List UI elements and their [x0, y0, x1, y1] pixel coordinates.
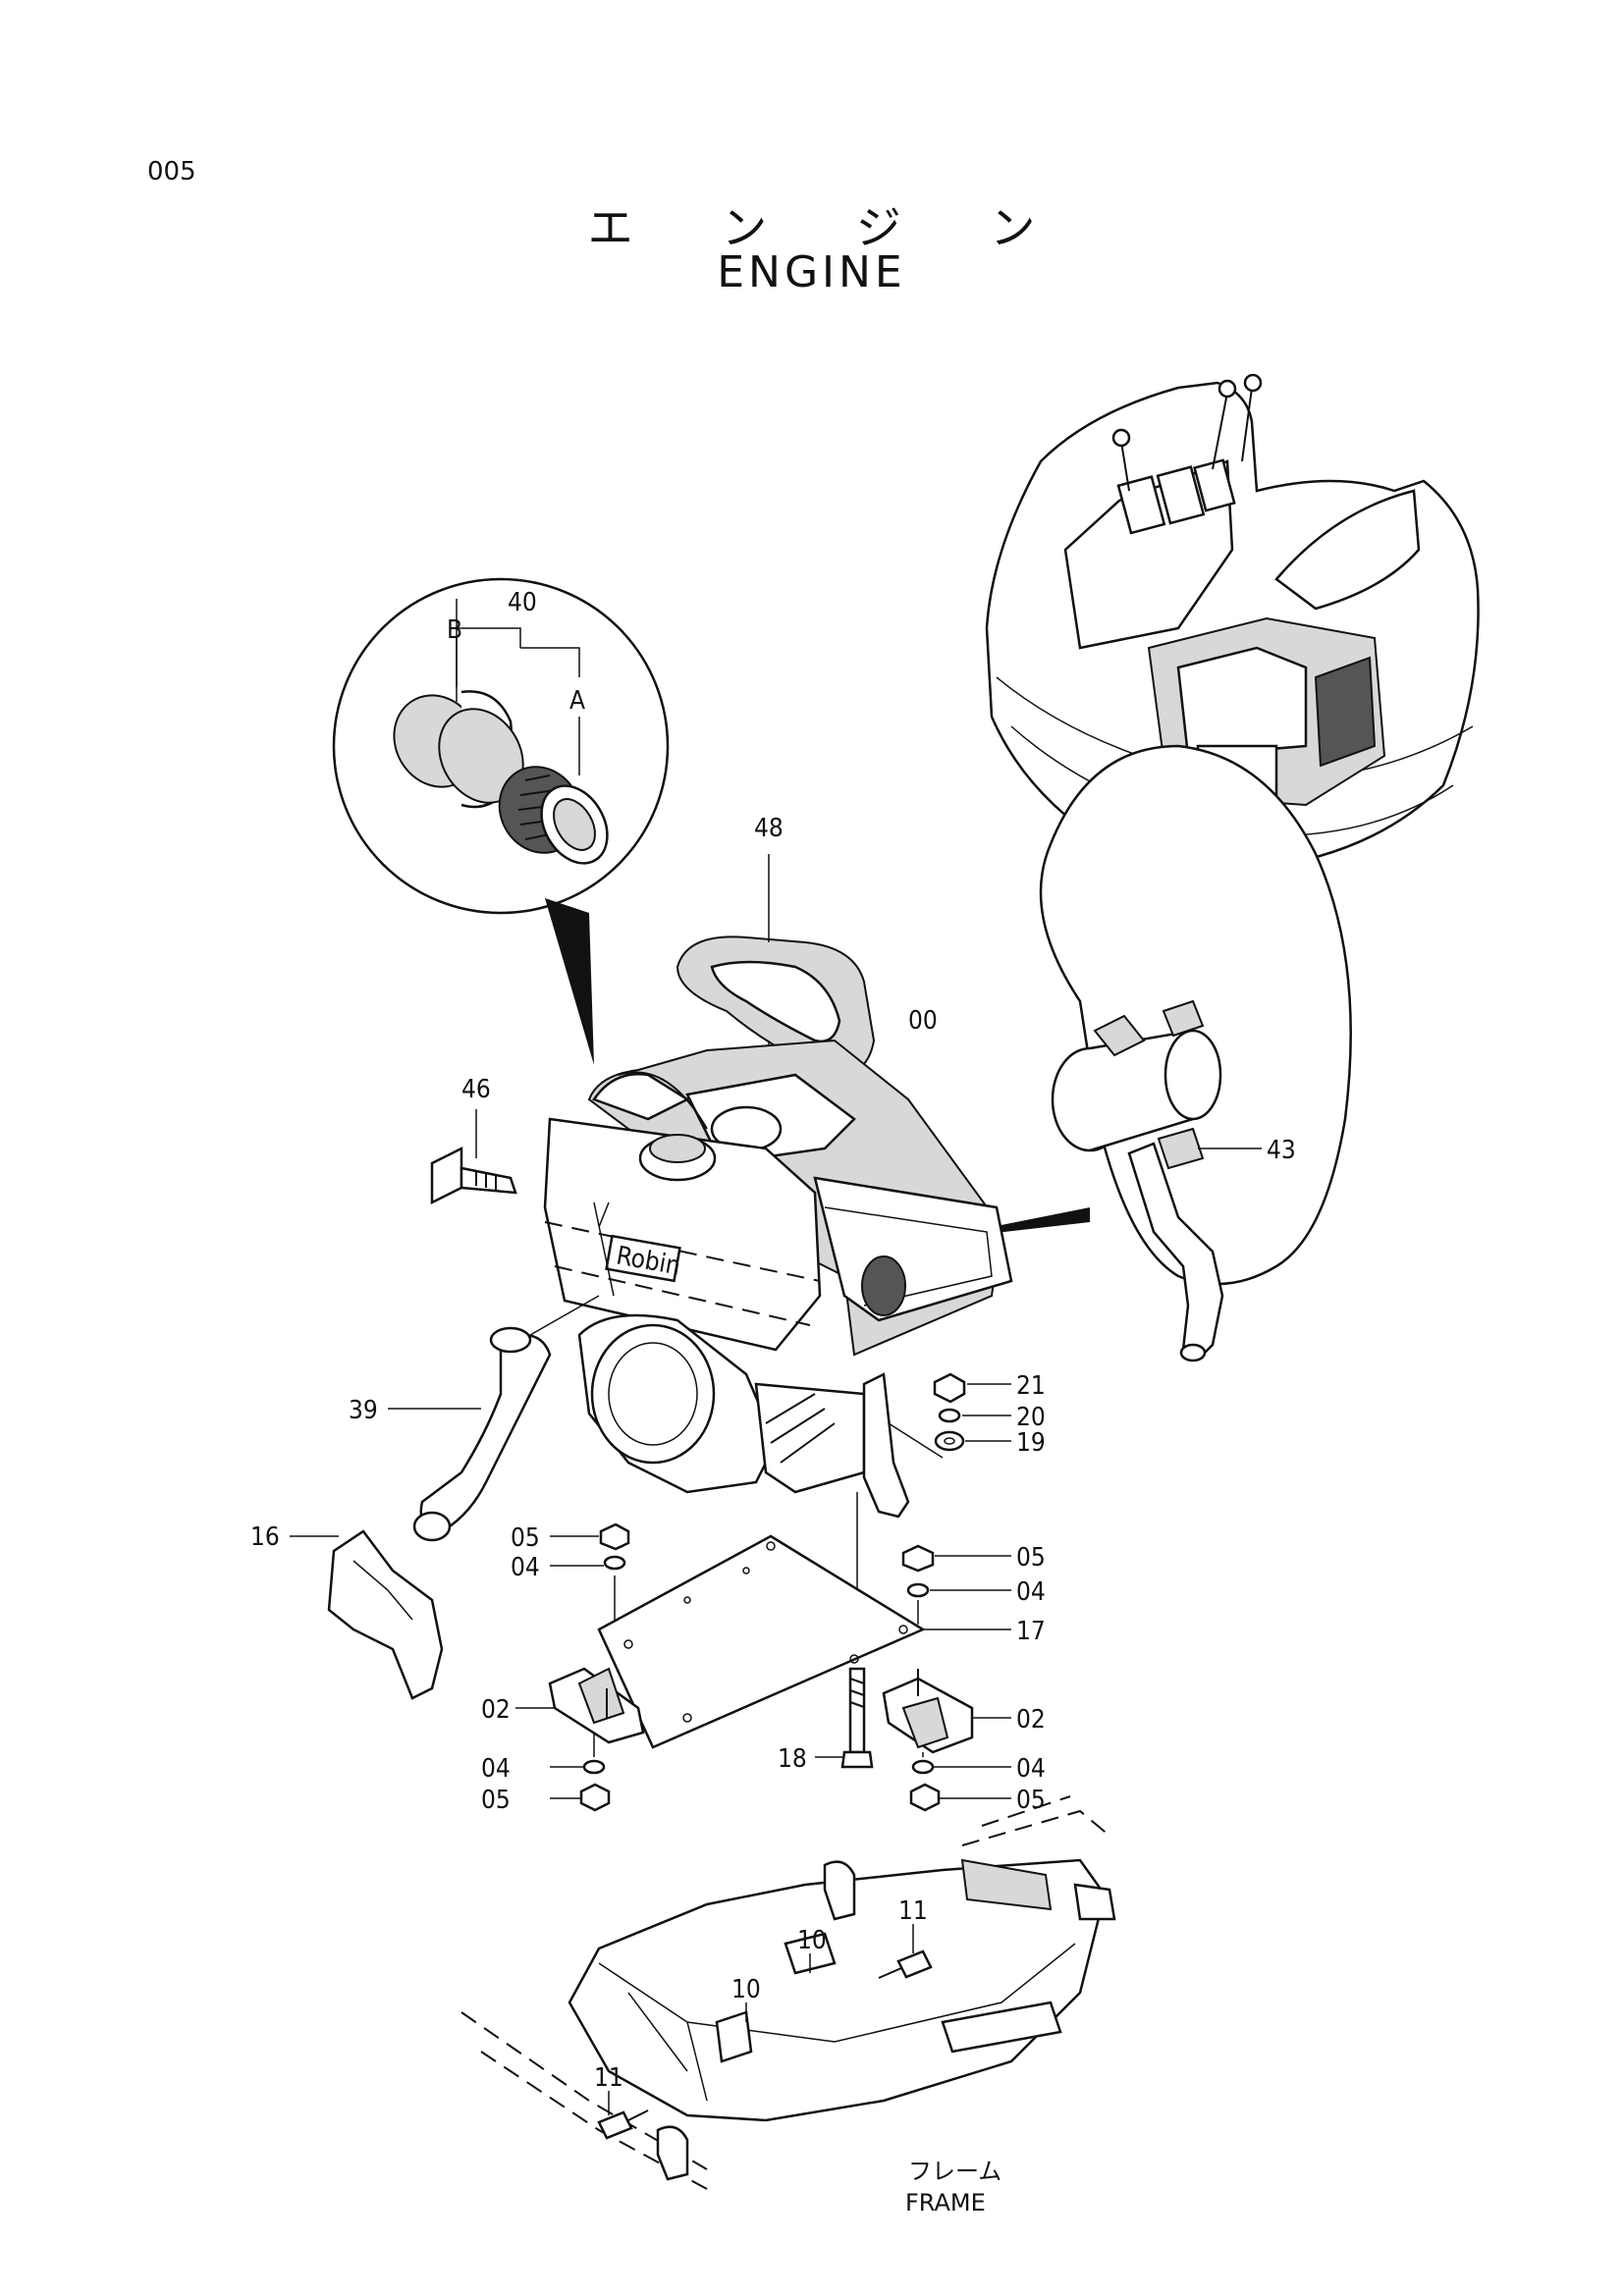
callout-04-left-upper: 04 — [511, 1553, 540, 1582]
callout-11-lower: 11 — [594, 2063, 623, 2093]
callout-02-right: 02 — [1016, 1705, 1046, 1735]
callout-19: 19 — [1016, 1428, 1046, 1458]
part-16-bracket — [290, 1529, 444, 1700]
callout-40-a: A — [569, 686, 585, 716]
detail-pointer-40 — [545, 898, 594, 1065]
muffler-detail — [918, 744, 1352, 1362]
callout-04-right-lower: 04 — [1016, 1754, 1046, 1784]
filter-element-b — [393, 690, 524, 809]
callout-48: 48 — [754, 814, 784, 843]
callout-02-left: 02 — [481, 1695, 511, 1725]
title-japanese: エ ン ジ ン — [587, 201, 1073, 254]
part-46-bolt — [430, 1109, 517, 1205]
callout-labels: 40 B A 48 00 46 43 39 21 20 19 16 05 04 … — [250, 588, 1296, 2216]
callout-10-upper: 10 — [797, 1926, 827, 1955]
part-11-bolt-a — [896, 1949, 933, 1979]
vibration-mounts — [515, 1522, 1011, 1812]
part-00-engine-assembly: Robin — [543, 1039, 1013, 1649]
callout-40-b: B — [447, 615, 462, 645]
machine-overview-illustration — [985, 373, 1480, 871]
callout-05-right-upper: 05 — [1016, 1543, 1046, 1573]
air-filter-detail — [332, 577, 670, 1065]
callout-04-right-upper: 04 — [1016, 1577, 1046, 1607]
page-number: 005 — [147, 157, 196, 187]
frame-label-english: FRAME — [905, 2189, 986, 2216]
callout-40: 40 — [508, 588, 537, 617]
frame-label-japanese: フレーム — [908, 2158, 1001, 2185]
callout-20: 20 — [1016, 1403, 1046, 1432]
callout-10-lower: 10 — [731, 1975, 761, 2004]
callout-05-right-lower: 05 — [1016, 1786, 1046, 1815]
filter-element-a — [498, 766, 609, 865]
part-18-bolt — [815, 1667, 874, 1769]
callout-17: 17 — [1016, 1617, 1046, 1646]
part-10-bracket-a — [715, 2010, 753, 2063]
callout-18: 18 — [778, 1744, 807, 1774]
callout-16: 16 — [250, 1522, 280, 1552]
part-39-hose — [388, 1295, 600, 1542]
callout-11-upper: 11 — [898, 1896, 928, 1926]
frame-illustration — [460, 1795, 1116, 2190]
callout-00: 00 — [908, 1006, 938, 1036]
part-11-bolt-b — [597, 2110, 633, 2140]
title-english: ENGINE — [717, 247, 906, 297]
callout-04-left-lower: 04 — [481, 1754, 511, 1784]
callout-39: 39 — [349, 1396, 378, 1425]
callout-05-left-lower: 05 — [481, 1786, 511, 1815]
callout-43: 43 — [1267, 1136, 1296, 1165]
callout-46: 46 — [461, 1075, 491, 1104]
callout-21: 21 — [1016, 1371, 1046, 1401]
callout-05-left-upper: 05 — [511, 1523, 540, 1553]
hardware-21-20-19 — [888, 1372, 1011, 1459]
